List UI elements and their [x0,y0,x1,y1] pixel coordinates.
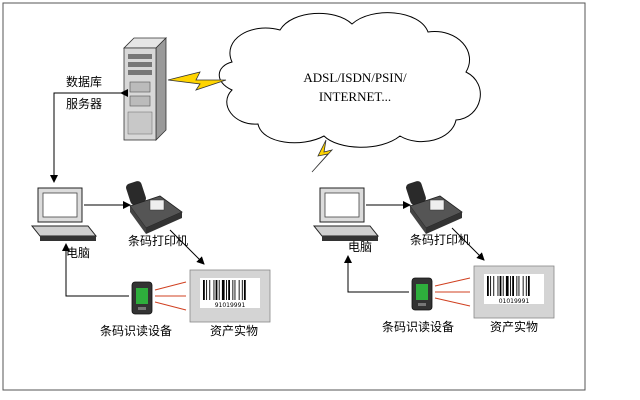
computer-icon [312,187,380,241]
barcode-stripe [213,280,215,300]
scanner-pc-link [344,255,409,293]
printer-label-left: 条码打印机 [128,234,188,248]
printer-icon [406,181,463,234]
printer-label-right: 条码打印机 [410,233,470,247]
scan-beam [154,281,187,311]
server-label-line1: 数据库 [66,74,102,89]
barcode-stripe [203,280,205,300]
scanner-pc-link [62,243,129,297]
barcode-stripe [490,276,492,296]
barcode-stripe [232,280,234,300]
barcode-label-right: 01019991 [473,265,555,319]
barcode-stripe [221,280,225,300]
barcode-stripe [502,276,504,296]
barcode-icon [487,276,530,296]
asset-label-right: 资产实物 [490,319,538,334]
barcode-stripe [518,276,520,296]
scanner-label-right: 条码识读设备 [382,320,454,334]
barcode-stripe [218,280,220,300]
asset-label-left: 资产实物 [210,323,258,338]
barcode-stripe [487,276,489,296]
pc-label-left: 电脑 [66,246,90,260]
cloud-label-line2: INTERNET... [319,89,391,104]
printer-asset-link [451,227,485,261]
barcode-stripe [209,280,211,300]
server-label-line2: 服务器 [66,96,102,111]
barcode-stripe [493,276,495,296]
scan-beam [434,277,471,307]
printer-asset-link [169,229,205,265]
barcode-number-left: 91019991 [215,302,246,309]
barcode-stripe [510,276,511,296]
barcode-stripe [522,276,524,296]
barcode-stripe [238,280,240,300]
barcode-icon [203,280,246,300]
lightning-icon [311,139,334,173]
printer-icon [126,181,183,234]
barcode-stripe [499,276,502,296]
barcode-stripe [228,280,230,300]
barcode-stripe [525,276,527,296]
barcode-stripe [497,276,499,296]
barcode-stripe [505,276,509,296]
barcode-stripe [512,276,514,296]
barcode-number-right: 01019991 [499,298,530,305]
barcode-stripe [527,276,530,296]
network-cloud: ADSL/ISDN/PSIN/ INTERNET... [218,12,481,148]
diagram-frame [2,2,586,391]
barcode-stripe [516,276,518,296]
scanner-icon [411,277,433,311]
barcode-stripe [215,280,218,300]
cloud-label-line1: ADSL/ISDN/PSIN/ [303,70,407,85]
barcode-stripe [226,280,227,300]
scanner-icon [131,281,153,315]
barcode-stripe [243,280,246,300]
server-pc-link [50,89,128,183]
lightning-icon [167,71,227,91]
barcode-label-left: 91019991 [189,269,271,323]
pc-label-right: 电脑 [348,240,372,254]
barcode-stripe [241,280,243,300]
database-server [123,37,167,141]
computer-icon [30,187,98,241]
barcode-stripe [206,280,208,300]
scanner-label-left: 条码识读设备 [100,324,172,338]
barcode-stripe [234,280,236,300]
